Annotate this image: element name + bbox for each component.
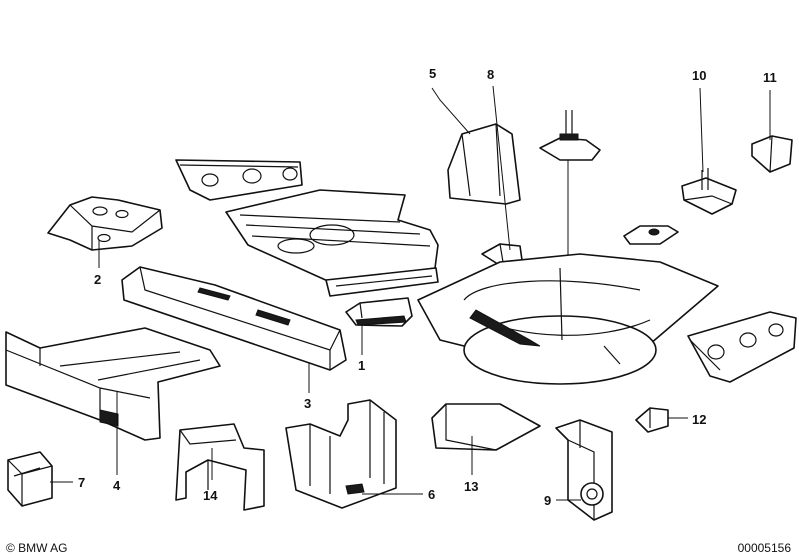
leader-10 <box>699 87 704 173</box>
label-7: 7 <box>78 475 85 490</box>
part-11-angle-bracket[interactable] <box>751 135 793 173</box>
part-small-plate[interactable] <box>623 225 679 245</box>
part-rear-seat-bracket-left[interactable] <box>175 159 303 201</box>
label-2: 2 <box>94 272 101 287</box>
part-10-mount-bracket[interactable] <box>681 168 737 215</box>
diagram-id: 00005156 <box>737 541 791 555</box>
label-11: 11 <box>763 70 777 85</box>
part-14-support[interactable] <box>175 423 265 511</box>
label-4: 4 <box>113 478 121 493</box>
part-13-gusset[interactable] <box>431 403 541 451</box>
part-floor-pan[interactable] <box>225 189 439 297</box>
label-9: 9 <box>544 493 551 508</box>
part-4-floor-rail[interactable] <box>5 327 221 441</box>
label-13: 13 <box>464 479 478 494</box>
part-7-block[interactable] <box>7 451 53 507</box>
part-12-clip[interactable] <box>635 407 669 433</box>
label-12: 12 <box>692 412 706 427</box>
part-9-grommet-bracket[interactable] <box>555 419 613 521</box>
part-2-bracket[interactable] <box>47 196 163 251</box>
part-1-seat-bracket[interactable] <box>345 297 413 327</box>
label-8: 8 <box>487 67 494 82</box>
leader-8 <box>492 85 511 251</box>
label-5: 5 <box>429 66 436 81</box>
part-5-curved-panel[interactable] <box>447 123 521 205</box>
label-10: 10 <box>692 68 706 83</box>
label-3: 3 <box>304 396 311 411</box>
label-14: 14 <box>203 488 218 503</box>
part-spare-wheel-tub[interactable] <box>417 253 719 385</box>
label-1: 1 <box>358 358 365 373</box>
part-6-u-bracket[interactable] <box>285 399 397 509</box>
part-mount-stud[interactable] <box>539 110 601 161</box>
copyright-notice: © BMW AG <box>6 541 68 555</box>
part-rear-right-panel[interactable] <box>687 311 797 383</box>
label-6: 6 <box>428 487 435 502</box>
leader-5 <box>431 87 471 135</box>
part-3-side-rail[interactable] <box>121 266 347 371</box>
